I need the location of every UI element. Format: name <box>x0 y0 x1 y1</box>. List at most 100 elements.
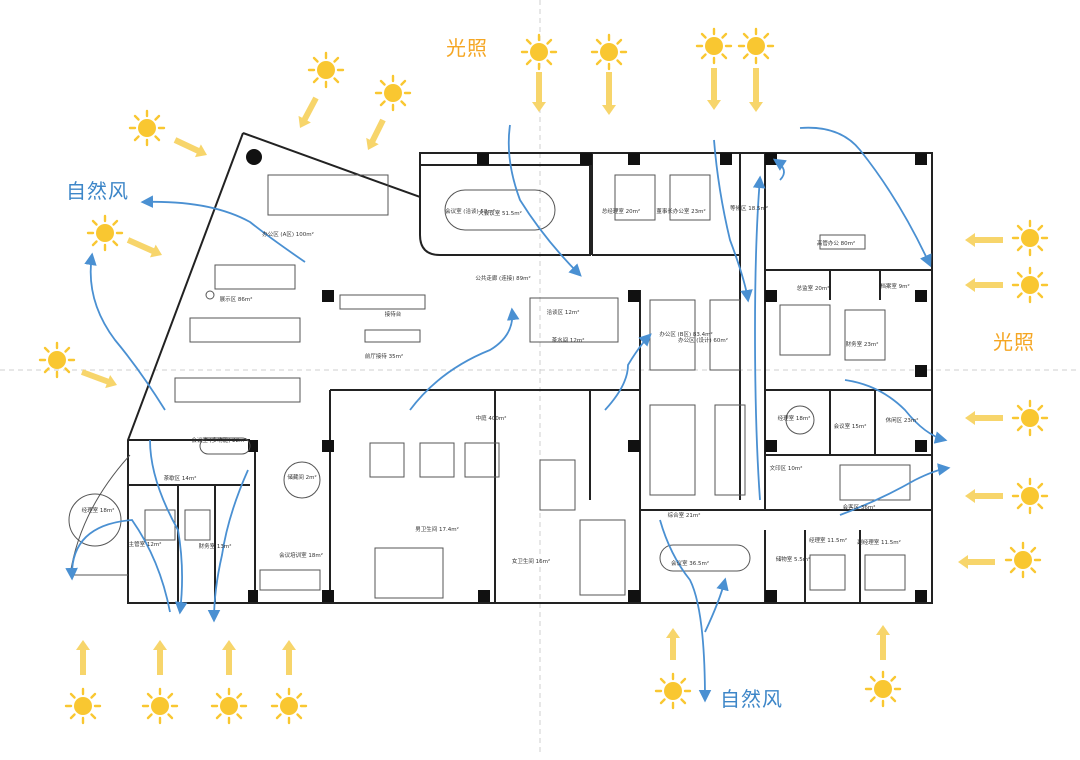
sun-icon <box>1011 477 1049 515</box>
room-label: 接待台 <box>385 310 402 318</box>
wind-arrow-icon <box>839 463 951 516</box>
light-arrow-icon <box>366 118 386 150</box>
light-arrow-icon <box>298 96 319 128</box>
sun-icon <box>270 687 308 725</box>
sun-icon <box>128 109 166 147</box>
wind-arrow-icon <box>713 139 753 303</box>
room-label: 总经理室 20m² <box>602 207 640 215</box>
room-label: 洽谈区 12m² <box>547 308 580 316</box>
room-label: 总监室 20m² <box>797 284 830 292</box>
sun-icon <box>1011 399 1049 437</box>
room-label: 办公区 (B区) 83.4m² <box>659 330 712 338</box>
light-label-right: 光照 <box>993 330 1035 354</box>
sun-icon <box>654 672 692 710</box>
sun-icon <box>374 74 412 112</box>
room-label: 储物室 5.5m² <box>776 555 811 563</box>
room-label: 办公区 (设计) 60m² <box>678 336 728 344</box>
wind-arrow-icon <box>409 307 520 411</box>
wind-arrow-icon <box>84 252 166 411</box>
sun-icons <box>38 27 1049 725</box>
sun-icon <box>864 670 902 708</box>
sun-icon <box>590 33 628 71</box>
sun-icon <box>141 687 179 725</box>
wind-label-left: 自然风 <box>66 179 129 203</box>
light-arrow-icon <box>958 555 995 569</box>
room-label: 会客区 36m² <box>843 503 876 511</box>
room-label: 副经理室 11.5m² <box>857 538 901 546</box>
wind-arrow-icon <box>659 519 712 703</box>
room-label: 公共走廊 (连接) 89m² <box>475 274 530 282</box>
room-label: 休闲区 23m² <box>886 416 919 424</box>
sun-icon <box>307 51 345 89</box>
building-walls <box>127 132 933 604</box>
room-label: 大会议室 51.5m² <box>478 209 522 217</box>
room-label: 财务室 23m² <box>846 340 879 348</box>
room-label: 中庭 400m² <box>476 414 507 422</box>
room-label: 女卫生间 16m² <box>512 557 550 565</box>
light-arrow-icon <box>76 640 90 675</box>
light-arrow-icon <box>126 237 162 258</box>
room-label: 会议室 (洽谈) 58m² <box>445 207 495 215</box>
wind-arrow-icon <box>704 577 729 633</box>
room-label: 主管室 12m² <box>129 540 162 548</box>
light-arrow-icon <box>602 72 616 115</box>
light-arrow-icon <box>666 628 680 660</box>
room-label: 会议培训室 18m² <box>279 551 323 559</box>
light-arrow-icon <box>532 72 546 112</box>
light-arrows <box>76 68 1003 675</box>
room-label: 会议室 (多功能) 22m² <box>191 436 246 444</box>
wind-arrow-icon <box>207 469 249 623</box>
room-label: 展示区 86m² <box>220 296 253 303</box>
sun-icon <box>64 687 102 725</box>
room-label: 经理室 18m² <box>82 506 115 514</box>
wind-arrow-icon <box>140 195 306 263</box>
light-arrow-icon <box>749 68 763 112</box>
room-label: 等候区 18.5m² <box>730 204 768 212</box>
room-label: 前厅接待 35m² <box>365 352 403 360</box>
light-arrow-icon <box>876 625 890 660</box>
room-label: 高管办公 80m² <box>817 239 855 247</box>
wind-arrow-icon <box>772 158 787 181</box>
room-label: 文印区 10m² <box>770 464 803 472</box>
light-arrow-icon <box>81 369 117 389</box>
wind-label-bottom: 自然风 <box>720 687 783 711</box>
room-label: 储藏间 2m² <box>287 473 316 481</box>
room-label: 茶水间 12m² <box>552 336 585 344</box>
wind-arrow-icon <box>844 379 948 444</box>
wind-arrow-icon <box>799 126 932 268</box>
structural-columns <box>246 149 927 602</box>
wind-arrow-icon <box>65 519 171 613</box>
room-label: 男卫生间 17.4m² <box>415 525 459 533</box>
room-label: 会议室 15m² <box>834 422 867 430</box>
wind-arrows <box>65 124 951 703</box>
sun-icon <box>1004 541 1042 579</box>
sun-icon <box>1011 266 1049 304</box>
wind-arrow-icon <box>752 175 766 501</box>
sun-icon <box>86 214 124 252</box>
furniture <box>68 174 911 599</box>
room-label: 董事长办公室 23m² <box>656 207 705 215</box>
sun-icon <box>38 341 76 379</box>
sun-icon <box>520 33 558 71</box>
light-arrow-icon <box>965 233 1003 247</box>
light-arrow-icon <box>173 137 207 158</box>
room-label: 综合室 21m² <box>668 511 701 519</box>
room-label: 档案室 9m² <box>880 282 909 290</box>
light-arrow-icon <box>153 640 167 675</box>
room-label: 办公区 (A区) 100m² <box>262 230 314 238</box>
light-arrow-icon <box>282 640 296 675</box>
room-label: 财务室 13m² <box>199 542 232 550</box>
light-arrow-icon <box>965 411 1003 425</box>
sun-icon <box>695 27 733 65</box>
sun-icon <box>210 687 248 725</box>
light-arrow-icon <box>965 278 1003 292</box>
light-arrow-icon <box>707 68 721 110</box>
room-label: 经理室 18m² <box>778 414 811 422</box>
wind-arrow-icon <box>149 439 188 615</box>
light-arrow-icon <box>222 640 236 675</box>
light-label-top: 光照 <box>446 36 488 60</box>
